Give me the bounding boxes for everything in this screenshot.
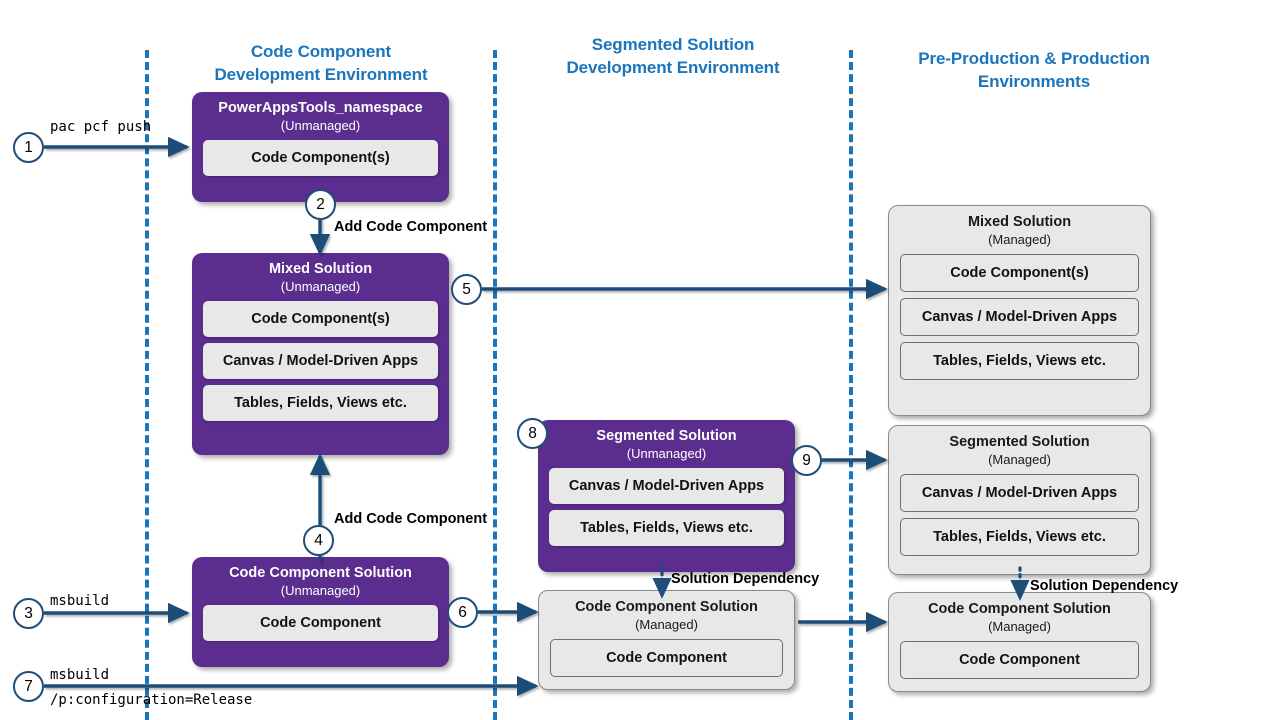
chip-code-component[interactable]: Code Component: [550, 639, 783, 677]
step-marker-1[interactable]: 1: [13, 132, 44, 163]
box-mixed-solution-unmanaged[interactable]: Mixed Solution (Unmanaged) Code Componen…: [192, 253, 449, 455]
column-header-segmented-solution-dev: Segmented Solution Development Environme…: [527, 33, 819, 79]
chip-tables-fields-views[interactable]: Tables, Fields, Views etc.: [900, 518, 1139, 556]
box-title: Mixed Solution: [268, 261, 373, 277]
chip-canvas-model-driven-apps[interactable]: Canvas / Model-Driven Apps: [549, 468, 784, 504]
chip-code-component[interactable]: Code Component: [203, 605, 438, 641]
label-msbuild-release-line2: /p:configuration=Release: [50, 692, 253, 708]
box-code-component-solution-managed-segmented[interactable]: Code Component Solution (Managed) Code C…: [538, 590, 795, 690]
label-solution-dependency-segmented: Solution Dependency: [671, 571, 820, 587]
column-header-pre-prod-prod: Pre-Production & Production Environments: [888, 47, 1180, 93]
box-mixed-solution-managed[interactable]: Mixed Solution (Managed) Code Component(…: [888, 205, 1151, 416]
label-add-code-component-top: Add Code Component: [334, 219, 488, 235]
box-title: Code Component Solution: [575, 599, 758, 615]
box-title: Segmented Solution: [596, 428, 737, 444]
box-segmented-solution-unmanaged[interactable]: Segmented Solution (Unmanaged) Canvas / …: [538, 420, 795, 572]
box-subtitle: (Managed): [988, 232, 1051, 247]
box-segmented-solution-managed[interactable]: Segmented Solution (Managed) Canvas / Mo…: [888, 425, 1151, 575]
box-code-component-solution-unmanaged[interactable]: Code Component Solution (Unmanaged) Code…: [192, 557, 449, 667]
box-title: Mixed Solution: [967, 214, 1072, 230]
box-subtitle: (Unmanaged): [626, 446, 707, 461]
box-code-component-solution-managed-production[interactable]: Code Component Solution (Managed) Code C…: [888, 592, 1151, 692]
column-header-line1: Code Component: [250, 42, 392, 61]
label-msbuild-release-line1: msbuild: [50, 667, 110, 683]
step-marker-9[interactable]: 9: [791, 445, 822, 476]
column-header-line2: Development Environment: [566, 58, 780, 77]
box-powerappstools-namespace[interactable]: PowerAppsTools_namespace (Unmanaged) Cod…: [192, 92, 449, 202]
column-header-line1: Pre-Production & Production: [918, 49, 1150, 68]
box-subtitle: (Unmanaged): [280, 583, 361, 598]
step-marker-8[interactable]: 8: [517, 418, 548, 449]
chip-code-components[interactable]: Code Component(s): [900, 254, 1139, 292]
label-solution-dependency-production: Solution Dependency: [1030, 578, 1179, 594]
label-pac-pcf-push: pac pcf push: [50, 119, 152, 135]
step-marker-3[interactable]: 3: [13, 598, 44, 629]
chip-tables-fields-views[interactable]: Tables, Fields, Views etc.: [203, 385, 438, 421]
box-title: Code Component Solution: [928, 601, 1111, 617]
chip-code-components[interactable]: Code Component(s): [203, 301, 438, 337]
chip-canvas-model-driven-apps[interactable]: Canvas / Model-Driven Apps: [900, 474, 1139, 512]
chip-tables-fields-views[interactable]: Tables, Fields, Views etc.: [900, 342, 1139, 380]
column-header-line2: Environments: [977, 72, 1091, 91]
box-title: Code Component Solution: [229, 565, 412, 581]
divider-line-3: [849, 50, 853, 720]
box-title: PowerAppsTools_namespace: [218, 100, 423, 116]
step-marker-7[interactable]: 7: [13, 671, 44, 702]
chip-canvas-model-driven-apps[interactable]: Canvas / Model-Driven Apps: [203, 343, 438, 379]
step-marker-6[interactable]: 6: [447, 597, 478, 628]
divider-line-1: [145, 50, 149, 720]
chip-code-components[interactable]: Code Component(s): [203, 140, 438, 176]
box-title: Segmented Solution: [949, 434, 1090, 450]
label-add-code-component-bottom: Add Code Component: [334, 511, 488, 527]
column-header-code-component-dev: Code Component Development Environment: [175, 40, 467, 86]
box-subtitle: (Managed): [988, 619, 1051, 634]
divider-line-2: [493, 50, 497, 720]
column-header-line1: Segmented Solution: [591, 35, 755, 54]
chip-tables-fields-views[interactable]: Tables, Fields, Views etc.: [549, 510, 784, 546]
box-subtitle: (Unmanaged): [280, 279, 361, 294]
box-subtitle: (Unmanaged): [280, 118, 361, 133]
step-marker-2[interactable]: 2: [305, 189, 336, 220]
box-subtitle: (Managed): [988, 452, 1051, 467]
step-marker-5[interactable]: 5: [451, 274, 482, 305]
step-marker-4[interactable]: 4: [303, 525, 334, 556]
label-msbuild: msbuild: [50, 593, 110, 609]
chip-code-component[interactable]: Code Component: [900, 641, 1139, 679]
chip-canvas-model-driven-apps[interactable]: Canvas / Model-Driven Apps: [900, 298, 1139, 336]
column-header-line2: Development Environment: [214, 65, 428, 84]
box-subtitle: (Managed): [635, 617, 698, 632]
